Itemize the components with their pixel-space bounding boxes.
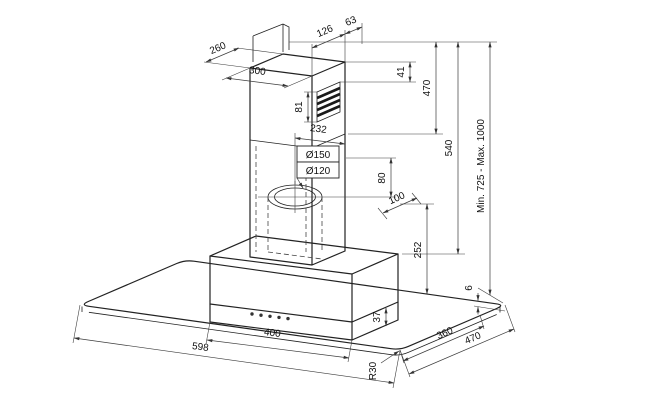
body-bottom-panel (209, 301, 399, 341)
dim-upper-height: 540 (402, 41, 465, 255)
control-button (259, 313, 263, 317)
dim-body-width-label: 400 (263, 327, 281, 340)
vent-grille-slats (316, 86, 341, 118)
dim-duct-offset-label: 100 (387, 190, 407, 207)
dim-glass-thickness: 6 (464, 285, 506, 315)
hidden-duct-lines (255, 146, 323, 260)
vent-grille (316, 81, 341, 123)
dim-bracket-depth: 260 (203, 40, 284, 69)
chimney-duct (249, 23, 346, 266)
dim-duct-rise: 80 (346, 157, 396, 198)
dim-hood-width: 598 (72, 304, 401, 389)
glass-plate (81, 260, 502, 356)
hood-body (209, 235, 399, 341)
dim-glass-thickness-label: 6 (464, 285, 475, 291)
dim-body-width: 400 (205, 321, 353, 363)
dim-grille-height: 81 (294, 91, 317, 123)
dim-height-range: Min. 725 - Max. 1000 (476, 41, 504, 304)
dim-panel-height-label: 37 (372, 311, 383, 323)
vent-grille-outline (316, 81, 341, 123)
dim-duct-offset: 100 (377, 190, 422, 220)
dim-outlet-inner-diameter: Ø120 (306, 166, 331, 177)
dim-hood-depth-label: 470 (463, 330, 483, 347)
dim-upper-height-label: 540 (444, 139, 455, 156)
dim-chimney-width: 300 (221, 65, 313, 89)
control-button (250, 312, 254, 316)
duct-outlet (255, 146, 396, 260)
dim-duct-setback-label: 232 (309, 123, 327, 136)
dim-chimney-height-label: 470 (422, 79, 433, 96)
dim-outlet-outer-diameter: Ø150 (306, 150, 331, 161)
dim-hood-width-label: 598 (191, 341, 209, 354)
outlet-center-lines (258, 181, 396, 213)
dim-chimney-width-label: 300 (248, 65, 266, 78)
dim-top-offsets: 126 63 (311, 14, 363, 76)
body-faces (209, 253, 399, 323)
control-button (268, 314, 272, 318)
control-button (286, 316, 290, 321)
dim-body-height-label: 252 (413, 241, 424, 258)
dim-panel-height: 37 (372, 307, 388, 327)
glass-plate-corner-edges (81, 306, 501, 313)
diameter-callout-box-bottom (296, 161, 340, 179)
dim-corner-radius-label: R30 (368, 361, 379, 380)
dim-body-height: 252 (400, 203, 434, 295)
dim-top-offset-outer-label: 63 (344, 14, 359, 29)
diameter-callout: Ø150 Ø120 (296, 145, 340, 189)
dim-duct-setback: 232 (294, 123, 346, 184)
dim-top-offset-inner-label: 126 (315, 23, 335, 40)
dim-duct-rise-label: 80 (377, 172, 388, 184)
control-buttons (250, 312, 290, 321)
diameter-leader-line (296, 177, 304, 189)
wall-bracket (252, 23, 290, 62)
dim-height-range-label: Min. 725 - Max. 1000 (476, 119, 487, 213)
dim-bracket-depth-label: 260 (208, 40, 228, 57)
body-top-face (209, 235, 399, 275)
dim-grille-height-label: 81 (294, 101, 305, 113)
glass-plate-outline (83, 260, 502, 350)
dim-grille-top-offset-label: 41 (396, 66, 407, 78)
dim-grille-top-offset: 41 (340, 61, 416, 83)
dim-chimney-height: 470 (289, 41, 497, 135)
control-button (277, 315, 281, 320)
dim-corner-radius: R30 (368, 350, 400, 380)
dim-hood-depth: 470 (399, 304, 516, 378)
